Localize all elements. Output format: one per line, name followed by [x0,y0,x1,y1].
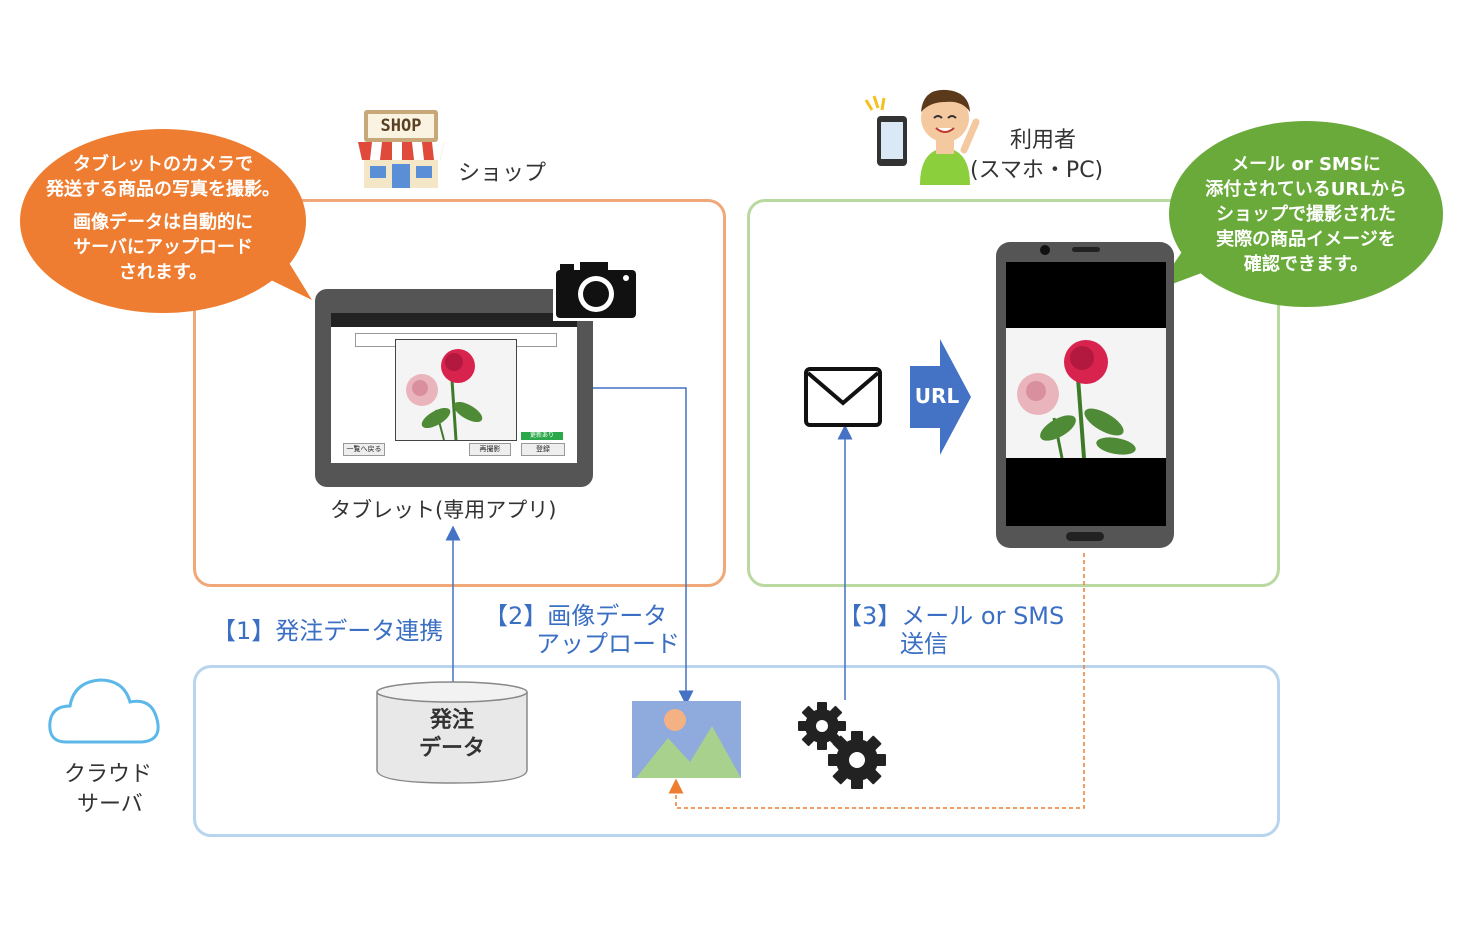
step3-label-line2: 送信 [900,630,948,658]
shop-bubble-line: タブレットのカメラで [73,154,253,175]
shop-sign: SHOP [380,116,422,136]
database-label-line: 発注 [429,708,474,733]
cloud-label-line2: サーバ [77,792,143,817]
phone-home-bar[interactable] [1066,532,1104,541]
user-bubble-line: メール or SMSに [1231,154,1381,175]
shop-label: ショップ [458,161,547,186]
tablet-retake-button[interactable]: 再撮影 [469,443,511,456]
arrow-image-upload [592,387,694,706]
user-bubble-line: 添付されているURLから [1205,179,1407,200]
phone-photo [1006,328,1166,458]
step2-label-line2: アップロード [536,630,680,658]
database-label: 発注 データ [377,707,527,763]
url-label: URL [914,384,960,408]
user-bubble-line: 確認できます。 [1243,254,1369,275]
phone-speaker [1072,247,1100,252]
database-label-line: データ [418,736,485,761]
smartphone-device [996,242,1174,548]
step2-label-line1: 【2】画像データ [484,602,668,630]
tablet-caption: タブレット(専用アプリ) [330,498,557,522]
shop-region [193,199,726,587]
tablet-register-button[interactable]: 登録 [521,443,565,456]
user-label-line1: 利用者 [1010,128,1077,153]
phone-screen [1006,262,1166,526]
tablet-header [331,313,577,327]
user-bubble-text: メール or SMSに 添付されているURLから ショップで撮影された 実際の商… [1172,152,1440,277]
rose-image [406,349,483,440]
shop-bubble-text: タブレットのカメラで 発送する商品の写真を撮影。 画像データは自動的に サーバに… [22,152,304,285]
user-bubble-line: ショップで撮影された [1216,204,1396,225]
cloud-label-line1: クラウド [64,762,153,787]
tablet-photo [395,339,517,441]
user-region [747,199,1280,587]
shop-bubble-line: 画像データは自動的に [73,212,253,233]
phone-camera [1040,245,1050,255]
tablet-screen: 一覧へ戻る 再撮影 更新あり 登録 [331,313,577,463]
tablet-update-badge[interactable]: 更新あり [521,432,563,440]
shop-bubble-line: サーバにアップロード [73,237,253,258]
rose-image [1017,340,1136,458]
step1-label: 【1】発注データ連携 [212,617,444,645]
user-label-line2: (スマホ・PC) [970,158,1104,183]
tablet-device: 一覧へ戻る 再撮影 更新あり 登録 [315,289,593,487]
arrow-image-view [668,553,1085,809]
shop-bubble-line: 発送する商品の写真を撮影。 [46,179,280,200]
step3-label-line1: 【3】メール or SMS [838,602,1065,630]
user-bubble-line: 実際の商品イメージを [1216,229,1396,250]
cloud-region [193,665,1280,837]
shop-bubble-line: されます。 [118,262,208,283]
tablet-back-button[interactable]: 一覧へ戻る [343,443,385,456]
